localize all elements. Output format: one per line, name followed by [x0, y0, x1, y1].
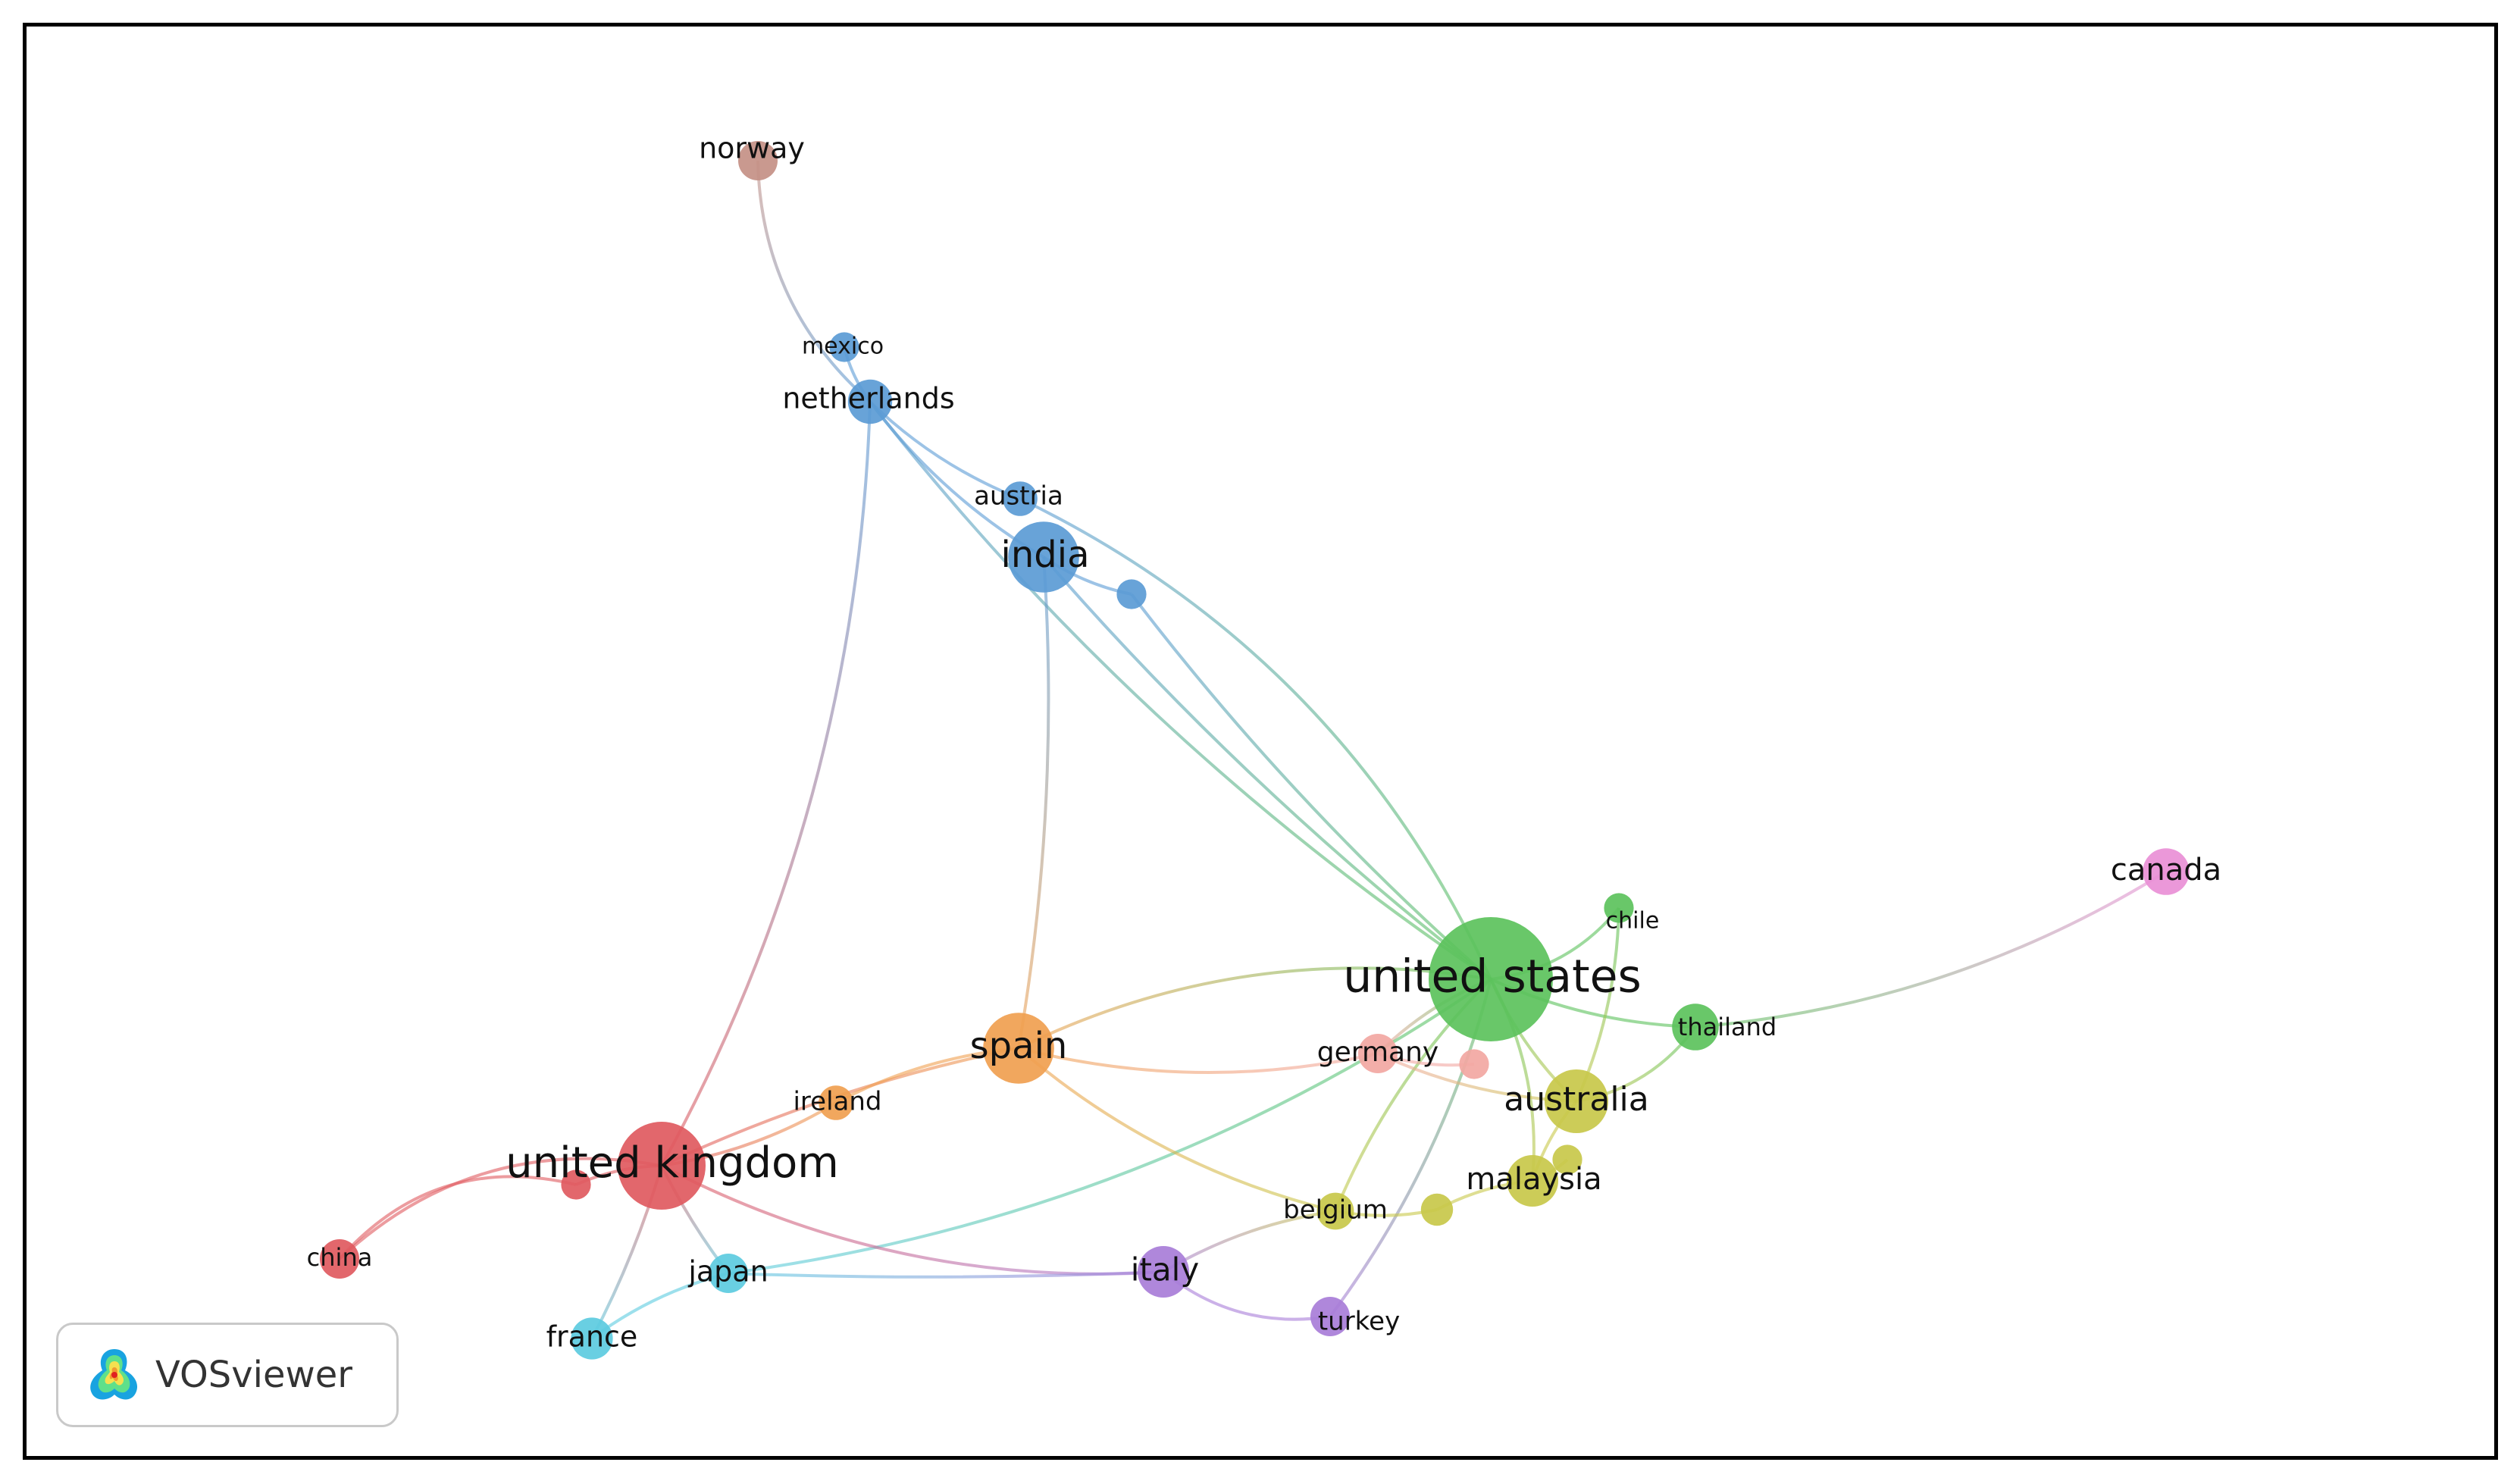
label-netherlands[interactable]: netherlands: [782, 382, 954, 415]
node-italy[interactable]: [1138, 1246, 1189, 1298]
node-ireland[interactable]: [819, 1085, 853, 1120]
node-france[interactable]: [571, 1317, 613, 1360]
nodes-layer: [320, 141, 2190, 1360]
node-chile[interactable]: [1604, 893, 1634, 923]
link-netherlands-austria: [869, 400, 1021, 500]
node-malaysia[interactable]: [1507, 1155, 1558, 1207]
node-blue-small[interactable]: [1116, 579, 1147, 609]
vosviewer-density-logo-icon: [90, 1349, 138, 1400]
label-germany[interactable]: germany: [1317, 1037, 1438, 1068]
vosviewer-logo: VOSviewer: [56, 1323, 399, 1427]
link-netherlands-united-kingdom: [660, 401, 872, 1166]
node-united-kingdom[interactable]: [618, 1122, 706, 1210]
link-india-spain: [1017, 556, 1050, 1049]
label-united-states[interactable]: united states: [1343, 950, 1642, 1004]
label-canada[interactable]: canada: [2111, 853, 2221, 888]
label-france[interactable]: france: [546, 1320, 638, 1354]
label-malaysia[interactable]: malaysia: [1466, 1162, 1601, 1197]
network-frame: [23, 23, 2498, 1460]
label-ireland[interactable]: ireland: [793, 1087, 881, 1117]
node-turkey[interactable]: [1310, 1297, 1350, 1336]
label-austria[interactable]: austria: [974, 481, 1063, 512]
node-australia[interactable]: [1545, 1069, 1608, 1133]
node-salmon-small[interactable]: [1459, 1049, 1489, 1079]
label-india[interactable]: india: [1001, 534, 1090, 576]
label-belgium[interactable]: belgium: [1283, 1195, 1388, 1226]
node-yellow-small-b[interactable]: [1420, 1193, 1454, 1226]
node-united-states[interactable]: [1429, 917, 1553, 1041]
label-united-kingdom[interactable]: united kingdom: [506, 1138, 839, 1188]
node-netherlands[interactable]: [847, 379, 893, 424]
node-yellow-small-a[interactable]: [1552, 1144, 1582, 1175]
link-blue-small-united-states: [1130, 593, 1492, 981]
node-norway[interactable]: [738, 141, 778, 180]
label-turkey[interactable]: turkey: [1318, 1307, 1400, 1337]
link-netherlands-united-states: [869, 400, 1492, 981]
node-germany[interactable]: [1358, 1034, 1398, 1073]
node-canada[interactable]: [2143, 848, 2190, 895]
node-belgium[interactable]: [1316, 1192, 1354, 1230]
link-united-states-spain: [1018, 966, 1492, 1050]
link-spain-belgium: [1017, 1047, 1336, 1213]
label-spain[interactable]: spain: [970, 1025, 1068, 1067]
label-mexico[interactable]: mexico: [802, 333, 884, 360]
link-thailand-canada: [1695, 870, 2168, 1029]
link-japan-italy: [728, 1270, 1164, 1279]
label-chile[interactable]: chile: [1606, 908, 1660, 935]
label-thailand[interactable]: thailand: [1678, 1013, 1777, 1041]
node-thailand[interactable]: [1672, 1004, 1719, 1050]
node-japan[interactable]: [709, 1254, 748, 1293]
label-china[interactable]: china: [307, 1243, 373, 1272]
node-austria[interactable]: [1003, 481, 1038, 516]
label-norway[interactable]: norway: [699, 132, 805, 165]
label-italy[interactable]: italy: [1131, 1251, 1199, 1288]
link-united-kingdom-china: [338, 1157, 662, 1260]
link-india-united-states: [1042, 556, 1492, 981]
vosviewer-wordmark: VOSviewer: [155, 1354, 353, 1396]
node-india[interactable]: [1008, 521, 1079, 593]
link-austria-united-states: [1019, 497, 1492, 980]
link-spain-germany: [1018, 1047, 1379, 1075]
node-red-small[interactable]: [561, 1169, 591, 1200]
label-japan[interactable]: japan: [687, 1255, 768, 1288]
node-china[interactable]: [320, 1239, 359, 1279]
node-mexico[interactable]: [829, 332, 859, 362]
node-spain[interactable]: [983, 1013, 1054, 1084]
link-china-red-small: [338, 1175, 577, 1260]
labels-layer: norway mexico netherlands austria india unite…: [307, 132, 2221, 1354]
link-norway-netherlands: [756, 160, 872, 403]
label-australia[interactable]: australia: [1504, 1080, 1649, 1119]
